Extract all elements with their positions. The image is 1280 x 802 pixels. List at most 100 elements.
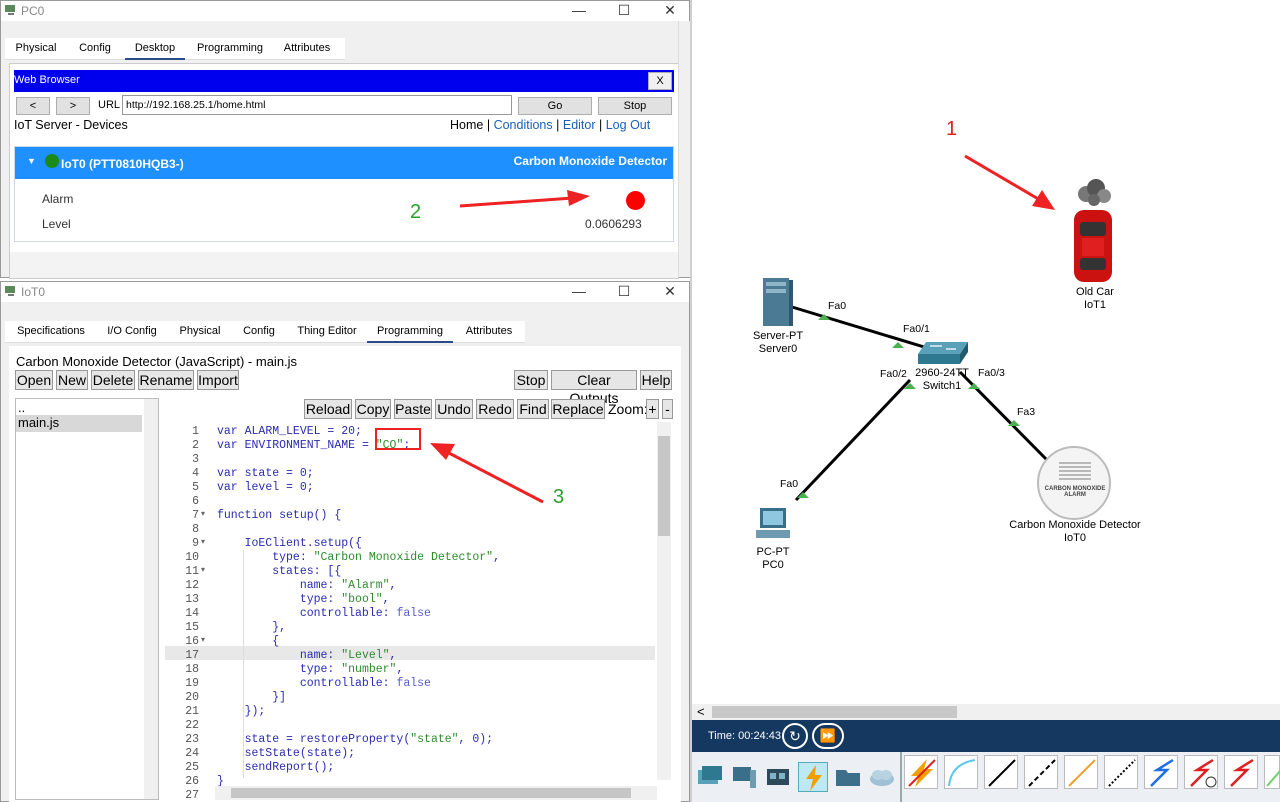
crossover-cable-icon[interactable] [1024,755,1058,789]
tab-config[interactable]: Config [79,42,111,54]
stop-button[interactable]: Stop [598,97,672,115]
tab-programming[interactable]: Programming [196,42,264,54]
tab-thing-editor[interactable]: Thing Editor [297,325,357,337]
serial-dte-cable-icon[interactable] [1224,755,1258,789]
workspace-scrollbar[interactable]: < [692,704,1280,720]
editor-vertical-scrollbar[interactable] [657,422,671,780]
file-item-main-js[interactable]: main.js [16,415,142,432]
forward-button[interactable]: > [56,97,90,115]
home-link[interactable]: Home [450,118,484,132]
rename-button[interactable]: Rename [138,370,194,390]
help-button[interactable]: Help [640,370,672,390]
server-icon[interactable] [760,276,794,328]
auto-connection-icon[interactable] [904,755,938,789]
multiuser-icon[interactable] [868,764,896,790]
maximize-icon[interactable]: ☐ [617,2,631,18]
file-list-scrollbar[interactable] [144,399,158,799]
straight-through-cable-icon[interactable] [984,755,1018,789]
tab-attributes[interactable]: Attributes [283,42,331,54]
tab-specifications[interactable]: Specifications [17,325,85,337]
tab-config[interactable]: Config [243,325,275,337]
fiber-cable-icon[interactable] [1064,755,1098,789]
back-button[interactable]: < [16,97,50,115]
open-button[interactable]: Open [15,370,53,390]
run-stop-button[interactable]: Stop [514,370,548,390]
serial-dce-cable-icon[interactable] [1184,755,1218,789]
editor-hscroll-thumb[interactable] [231,788,631,798]
misc-icon[interactable] [834,764,862,790]
pc-icon[interactable] [754,506,792,542]
conditions-link[interactable]: Conditions [493,118,553,132]
close-icon[interactable]: ✕ [664,283,676,299]
line-number: 16 [185,635,199,648]
url-input[interactable]: http://192.168.25.1/home.html [122,95,512,115]
browser-scrollbar[interactable] [10,252,678,278]
workspace-scroll-thumb[interactable] [712,706,957,718]
zoom-out-button[interactable]: - [662,399,673,419]
fast-forward-icon[interactable]: ⏩ [812,723,844,749]
smoke-icon [1074,176,1114,208]
clear-outputs-button[interactable]: Clear Outputs [551,370,637,406]
switch-icon[interactable] [916,340,968,366]
switch-name: 2960-24TT [915,367,969,379]
tab-attributes[interactable]: Attributes [465,325,513,337]
zoom-in-button[interactable]: + [646,399,659,419]
tab-physical[interactable]: Physical [179,325,221,337]
go-button[interactable]: Go [518,97,592,115]
octal-cable-icon[interactable] [1264,755,1280,789]
reload-button[interactable]: Reload [304,399,352,419]
copy-button[interactable]: Copy [355,399,391,419]
editor-link[interactable]: Editor [562,118,596,132]
alarm-indicator [626,191,645,210]
coaxial-cable-icon[interactable] [1144,755,1178,789]
co-detector-icon[interactable]: CARBON MONOXIDE ALARM [1037,446,1111,520]
find-button[interactable]: Find [517,399,549,419]
tab-desktop[interactable]: Desktop [125,38,185,60]
end-devices-icon[interactable] [730,764,758,790]
console-cable-icon[interactable] [944,755,978,789]
editor-scroll-thumb[interactable] [658,436,670,536]
tab-programming[interactable]: Programming [367,321,453,343]
logout-link[interactable]: Log Out [605,118,651,132]
iot0-titlebar[interactable]: IoT0 — ☐ ✕ [1,282,689,302]
chevron-down-icon[interactable]: ▼ [27,156,36,166]
line-number: 22 [185,719,199,732]
minimize-icon[interactable]: — [572,2,586,18]
undo-button[interactable]: Undo [435,399,473,419]
annotation-number-3: 3 [553,486,565,508]
reset-time-icon[interactable]: ↻ [782,723,808,749]
port-switch-fa02: Fa0/2 [880,368,907,380]
new-button[interactable]: New [56,370,88,390]
fold-toggle-icon[interactable]: ▾ [201,538,206,547]
pc0-window-scrollbar[interactable] [678,21,690,277]
old-car-icon[interactable] [1072,208,1114,284]
editor-horizontal-scrollbar[interactable] [215,786,657,800]
device-header[interactable]: ▼ IoT0 (PTT0810HQB3-) Carbon Monoxide De… [15,147,673,179]
import-button[interactable]: Import [197,370,239,390]
fold-toggle-icon[interactable]: ▾ [201,510,206,519]
minimize-icon[interactable]: — [572,283,586,299]
replace-button[interactable]: Replace [551,399,605,419]
network-devices-icon[interactable] [696,764,724,790]
delete-button[interactable]: Delete [91,370,135,390]
fold-toggle-icon[interactable]: ▾ [201,636,206,645]
fold-toggle-icon[interactable]: ▾ [201,566,206,575]
maximize-icon[interactable]: ☐ [617,283,631,299]
browser-close-button[interactable]: X [648,72,672,90]
topology-workspace[interactable] [692,0,1280,704]
line-number: 27 [185,789,199,802]
close-icon[interactable]: ✕ [664,2,676,18]
scroll-left-icon[interactable]: < [697,704,705,719]
components-icon[interactable] [764,764,792,790]
phone-cable-icon[interactable] [1104,755,1138,789]
code-line: var state = 0; [217,467,314,480]
paste-button[interactable]: Paste [394,399,432,419]
pc0-titlebar[interactable]: PC0 — ☐ ✕ [1,1,689,21]
connections-icon[interactable] [798,762,828,792]
file-item-parent[interactable]: .. [18,400,26,415]
code-line: name: "Level", [217,649,397,662]
tab-physical[interactable]: Physical [15,42,57,54]
redo-button[interactable]: Redo [476,399,514,419]
tab-io-config[interactable]: I/O Config [107,325,157,337]
